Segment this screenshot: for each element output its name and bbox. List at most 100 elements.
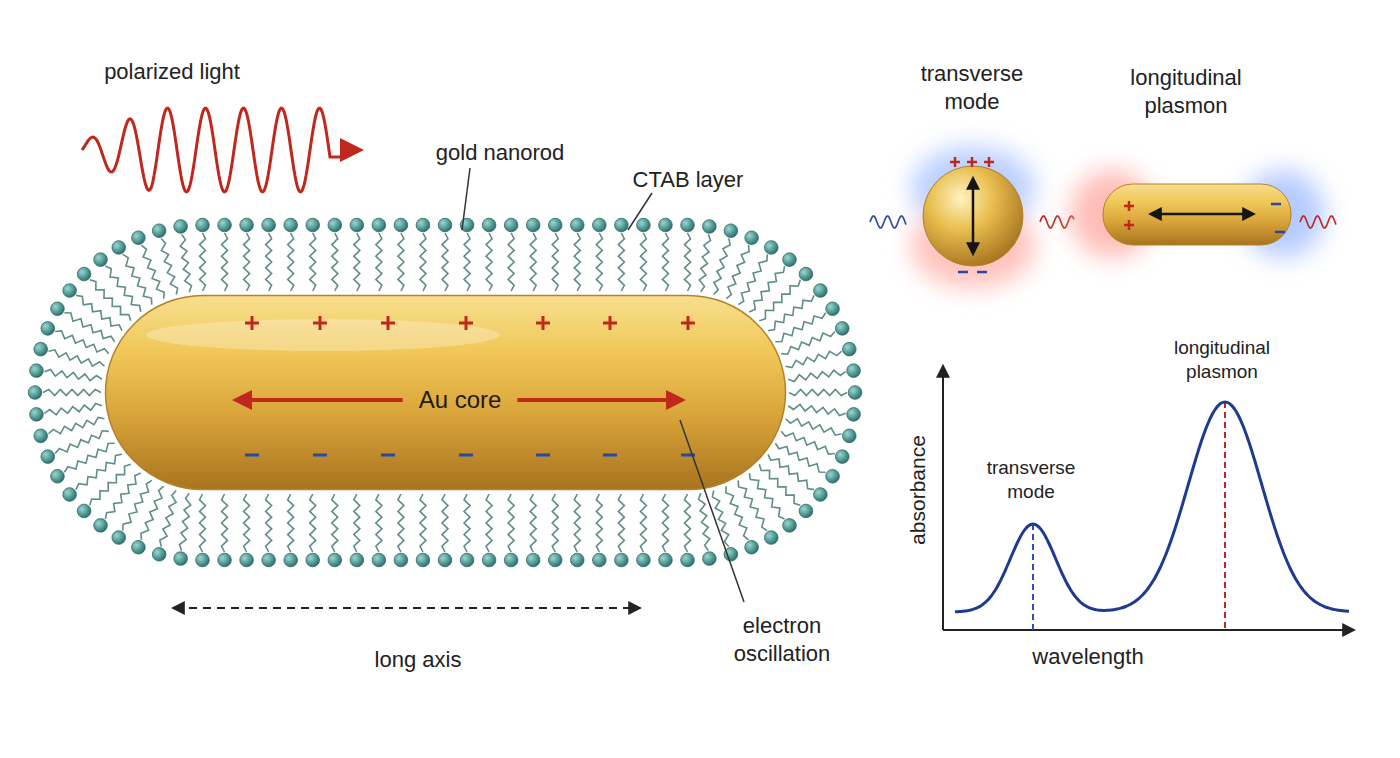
ctab-tail [749,473,784,519]
ctab-head [593,553,607,567]
ctab-head [681,553,695,567]
ctab-tail [180,234,191,292]
small-wave [1040,216,1074,228]
ctab-tail [123,480,152,530]
ctab-tail [699,234,710,292]
ctab-tail [179,493,190,551]
axis-label: wavelength [1032,644,1143,669]
ctab-head [615,553,629,567]
ctab-head [826,302,840,316]
ctab-head [783,519,797,533]
ctab-tail [618,494,624,552]
ctab-head [745,540,759,554]
ctab-head [814,488,828,502]
ctab-head [63,488,77,502]
peak-label: transverse mode [974,456,1089,505]
ctab-head [328,553,342,567]
gold-rod-small [1103,184,1291,245]
ctab-tail [161,238,177,294]
ctab-head [28,386,42,400]
small-wave [1300,216,1336,228]
ctab-tail [685,233,691,291]
ctab-tail [530,494,536,552]
ctab-head [77,267,91,281]
ctab-head [438,218,452,232]
wave-arrowhead [340,138,364,162]
oscillation-arrow [1152,213,1252,216]
ctab-head [615,218,629,232]
ctab-head [438,553,452,567]
ctab-head [826,469,840,483]
ctab-head [112,241,126,255]
axis-label: absorbance [905,435,932,545]
transverse-sphere [911,146,1035,288]
ctab-head [847,364,861,378]
ctab-head [659,553,673,567]
ctab-tail [420,233,426,291]
ctab-head [306,218,320,232]
ctab-head [783,253,797,267]
ctab-tail [376,494,382,552]
plus-charge [603,316,617,330]
gold-nanorod-core: Au core [105,295,786,490]
ctab-head [548,218,562,232]
ctab-tail [332,494,338,552]
ctab-tail [788,404,846,415]
ctab-head [218,218,232,232]
ctab-tail [768,295,814,330]
minus-charge [977,271,987,274]
y-axis [942,368,944,630]
ctab-head [77,504,91,518]
light-label: polarized light [104,59,240,84]
ctab-head [842,429,856,443]
ctab-head [504,218,518,232]
ctab-tail [738,480,767,530]
light-wave [82,108,352,192]
ctab-tail [43,390,101,396]
ctab-head [526,553,540,567]
ctab-tail [288,233,294,291]
plus-charge [681,316,695,330]
ctab-head [30,408,44,422]
ctab-tail [530,233,536,291]
ctab-tail [64,443,114,472]
ctab-head [51,469,65,483]
minus-charge [459,454,473,457]
ctab-head [372,553,386,567]
ctab-tail [712,491,728,547]
spectrum-curve [955,402,1349,612]
ctab-head [240,553,254,567]
ctab-head [848,386,862,400]
mode-title: longitudinal plasmon [1111,64,1261,120]
leader-line [628,193,652,230]
ctab-tail [398,494,404,552]
ctab-tail [714,238,730,294]
ctab-head [637,218,651,232]
mode-title: transverse mode [907,60,1037,116]
absorbance-chart [943,368,1352,630]
peak-label: longitudinal plasmon [1174,337,1270,382]
ctab-head [764,241,778,255]
mode-title: longitudinal plasmon [1130,65,1241,118]
peak-marker [1032,524,1034,630]
ctab-tail [486,233,492,291]
ctab-tail [464,494,470,552]
plus-charge [967,157,977,167]
ctab-head [218,553,232,567]
ctab-head [835,450,849,464]
ctab-tail [354,233,360,291]
ctab-tail [55,331,109,354]
ctab-head [41,450,55,464]
ctab-tail [222,494,228,552]
minus-charge [245,454,259,457]
callout-label: gold nanorod [436,140,564,165]
oscillation-arrow [238,398,403,402]
ctab-head [51,302,65,316]
minus-charge [536,454,550,457]
plus-charge [381,316,395,330]
ctab-tail [618,233,624,291]
callout-label: gold nanorod [436,139,564,167]
ctab-tail [105,266,140,312]
ctab-tail [222,233,228,291]
ctab-tail [759,280,800,321]
